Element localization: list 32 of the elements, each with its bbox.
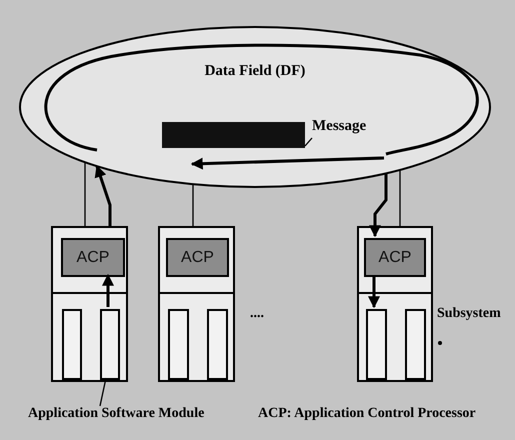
- module-caption: Application Software Module: [28, 406, 204, 422]
- connector-line: [399, 170, 401, 226]
- subsystem-box: [357, 226, 433, 382]
- module-box: [100, 309, 120, 380]
- subsystem-label: Subsystem: [437, 306, 501, 322]
- acp-label: ACP: [181, 248, 214, 266]
- field-title: Data Field (DF): [204, 63, 306, 80]
- acp-box: [166, 238, 229, 277]
- acp-definition-note: ACP: Application Control Processor: [258, 406, 476, 422]
- subsystem-box: [51, 226, 128, 382]
- arrow: [102, 274, 114, 307]
- data-field-ellipse: [18, 25, 492, 189]
- arrow: [94, 165, 112, 226]
- ellipsis-mark: ....: [250, 306, 264, 322]
- module-box: [405, 309, 426, 380]
- acp-box: [61, 238, 125, 277]
- module-box: [62, 309, 82, 380]
- acp-label: ACP: [378, 248, 412, 266]
- leader-line: [99, 378, 107, 406]
- message-bar: [162, 122, 305, 148]
- leader-line: [304, 138, 312, 146]
- module-box: [168, 309, 189, 380]
- connector-line: [84, 162, 86, 226]
- module-box: [366, 309, 387, 380]
- arrow: [369, 173, 388, 238]
- connector-line: [192, 184, 194, 226]
- acp-box: [364, 238, 426, 277]
- arrow: [368, 275, 380, 308]
- subsystem-box: [158, 226, 235, 382]
- module-box: [207, 309, 228, 380]
- acp-label: ACP: [76, 248, 110, 266]
- message-label: Message: [312, 118, 366, 135]
